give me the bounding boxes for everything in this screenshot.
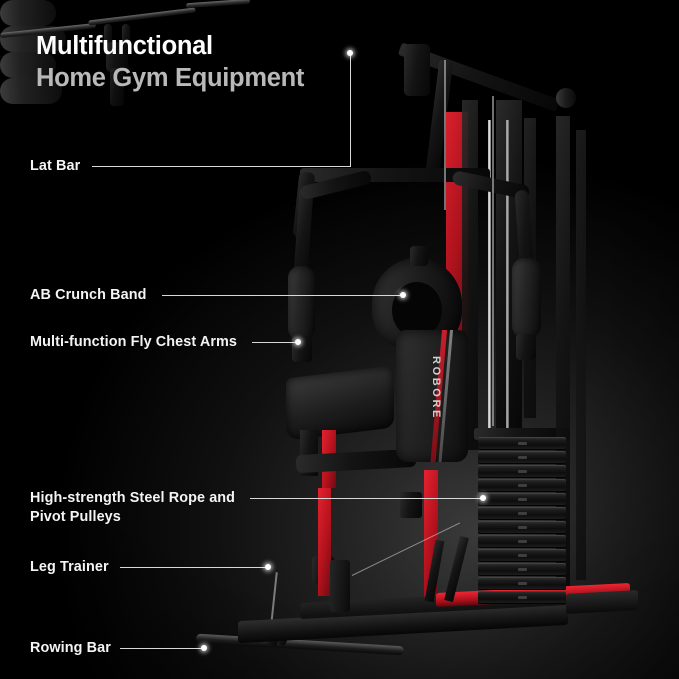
leader-dot-rowing-bar xyxy=(201,645,207,651)
seat-back-pad: ROBORE xyxy=(396,330,468,462)
page-title-line-1: Multifunctional xyxy=(36,32,213,60)
leader-dot-ab-crunch-band xyxy=(400,292,406,298)
callout-label-fly-chest-arms: Multi-function Fly Chest Arms xyxy=(30,334,238,350)
leader-steel-rope xyxy=(250,498,483,499)
brand-logo: ROBORE xyxy=(430,356,442,420)
leader-lat-bar-h xyxy=(92,166,350,167)
callout-label-ab-crunch-band: AB Crunch Band xyxy=(30,287,147,303)
fly-arm-pad-left xyxy=(288,266,315,340)
weight-stack xyxy=(478,437,566,609)
page-title: Multifunctional Home Gym Equipment xyxy=(36,30,304,94)
leader-leg-trainer xyxy=(120,567,268,568)
leader-dot-steel-rope xyxy=(480,495,486,501)
leader-ab-crunch-band xyxy=(162,295,403,296)
fly-arm-pad-right xyxy=(512,258,541,338)
leader-rowing-bar xyxy=(120,648,204,649)
leader-lat-bar-v xyxy=(350,56,351,167)
leader-dot-fly-chest-arms xyxy=(295,339,301,345)
callout-label-steel-rope: High-strength Steel Rope and Pivot Pulle… xyxy=(30,490,236,525)
callout-label-lat-bar: Lat Bar xyxy=(30,158,81,174)
leg-trainer-roller-upper-left xyxy=(0,0,56,26)
leader-dot-lat-bar xyxy=(347,50,353,56)
callout-label-rowing-bar: Rowing Bar xyxy=(30,640,111,656)
callout-label-leg-trainer: Leg Trainer xyxy=(30,559,109,575)
page-title-line-2: Home Gym Equipment xyxy=(36,64,305,92)
leader-fly-chest-arms xyxy=(252,342,298,343)
leader-dot-leg-trainer xyxy=(265,564,271,570)
